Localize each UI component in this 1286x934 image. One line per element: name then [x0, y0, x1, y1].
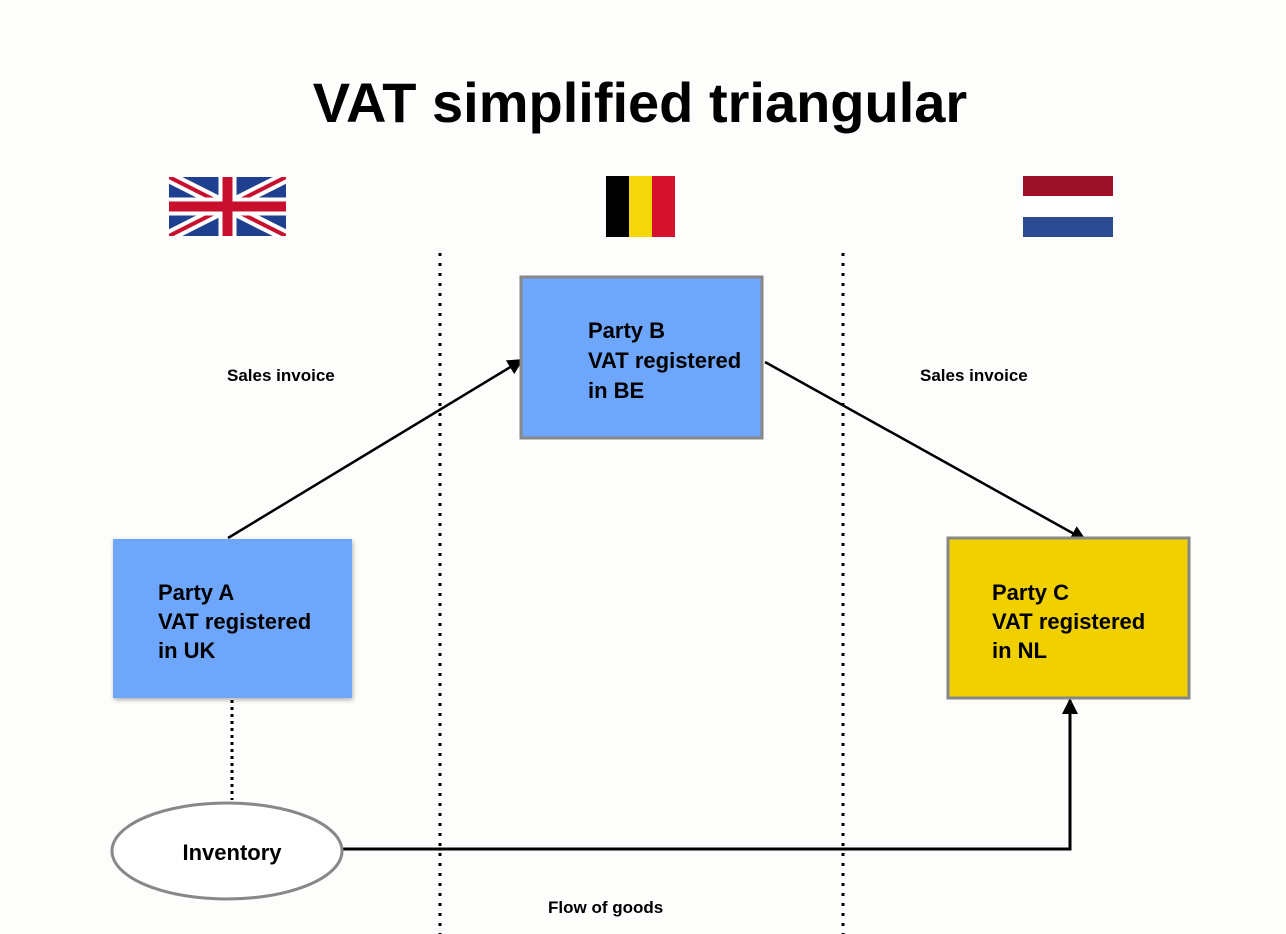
party-c-status: VAT registered — [992, 609, 1145, 634]
goods-flow-arrow — [342, 698, 1078, 851]
belgium-flag-icon — [606, 176, 675, 237]
party-a-country: in UK — [158, 638, 216, 663]
party-c-box: Party C VAT registered in NL — [946, 536, 1191, 700]
party-c-country: in NL — [992, 638, 1047, 663]
diagram-title: VAT simplified triangular — [313, 71, 967, 134]
netherlands-flag-icon — [1023, 176, 1113, 237]
flow-of-goods-label: Flow of goods — [548, 898, 663, 917]
inventory-label: Inventory — [182, 840, 282, 865]
party-a-status: VAT registered — [158, 609, 311, 634]
party-a-box: Party A VAT registered in UK — [113, 539, 352, 698]
invoice-arrow-a-to-b — [227, 358, 524, 540]
party-b-name: Party B — [588, 318, 665, 343]
party-b-box: Party B VAT registered in BE — [519, 275, 764, 440]
party-b-country: in BE — [588, 378, 644, 403]
inventory-node: Inventory — [110, 801, 344, 901]
invoice-arrow-b-to-c — [764, 360, 1087, 542]
sales-invoice-label-right: Sales invoice — [920, 366, 1028, 385]
party-c-name: Party C — [992, 580, 1069, 605]
party-a-name: Party A — [158, 580, 234, 605]
sales-invoice-label-left: Sales invoice — [227, 366, 335, 385]
party-b-status: VAT registered — [588, 348, 741, 373]
uk-flag-icon — [169, 177, 286, 236]
